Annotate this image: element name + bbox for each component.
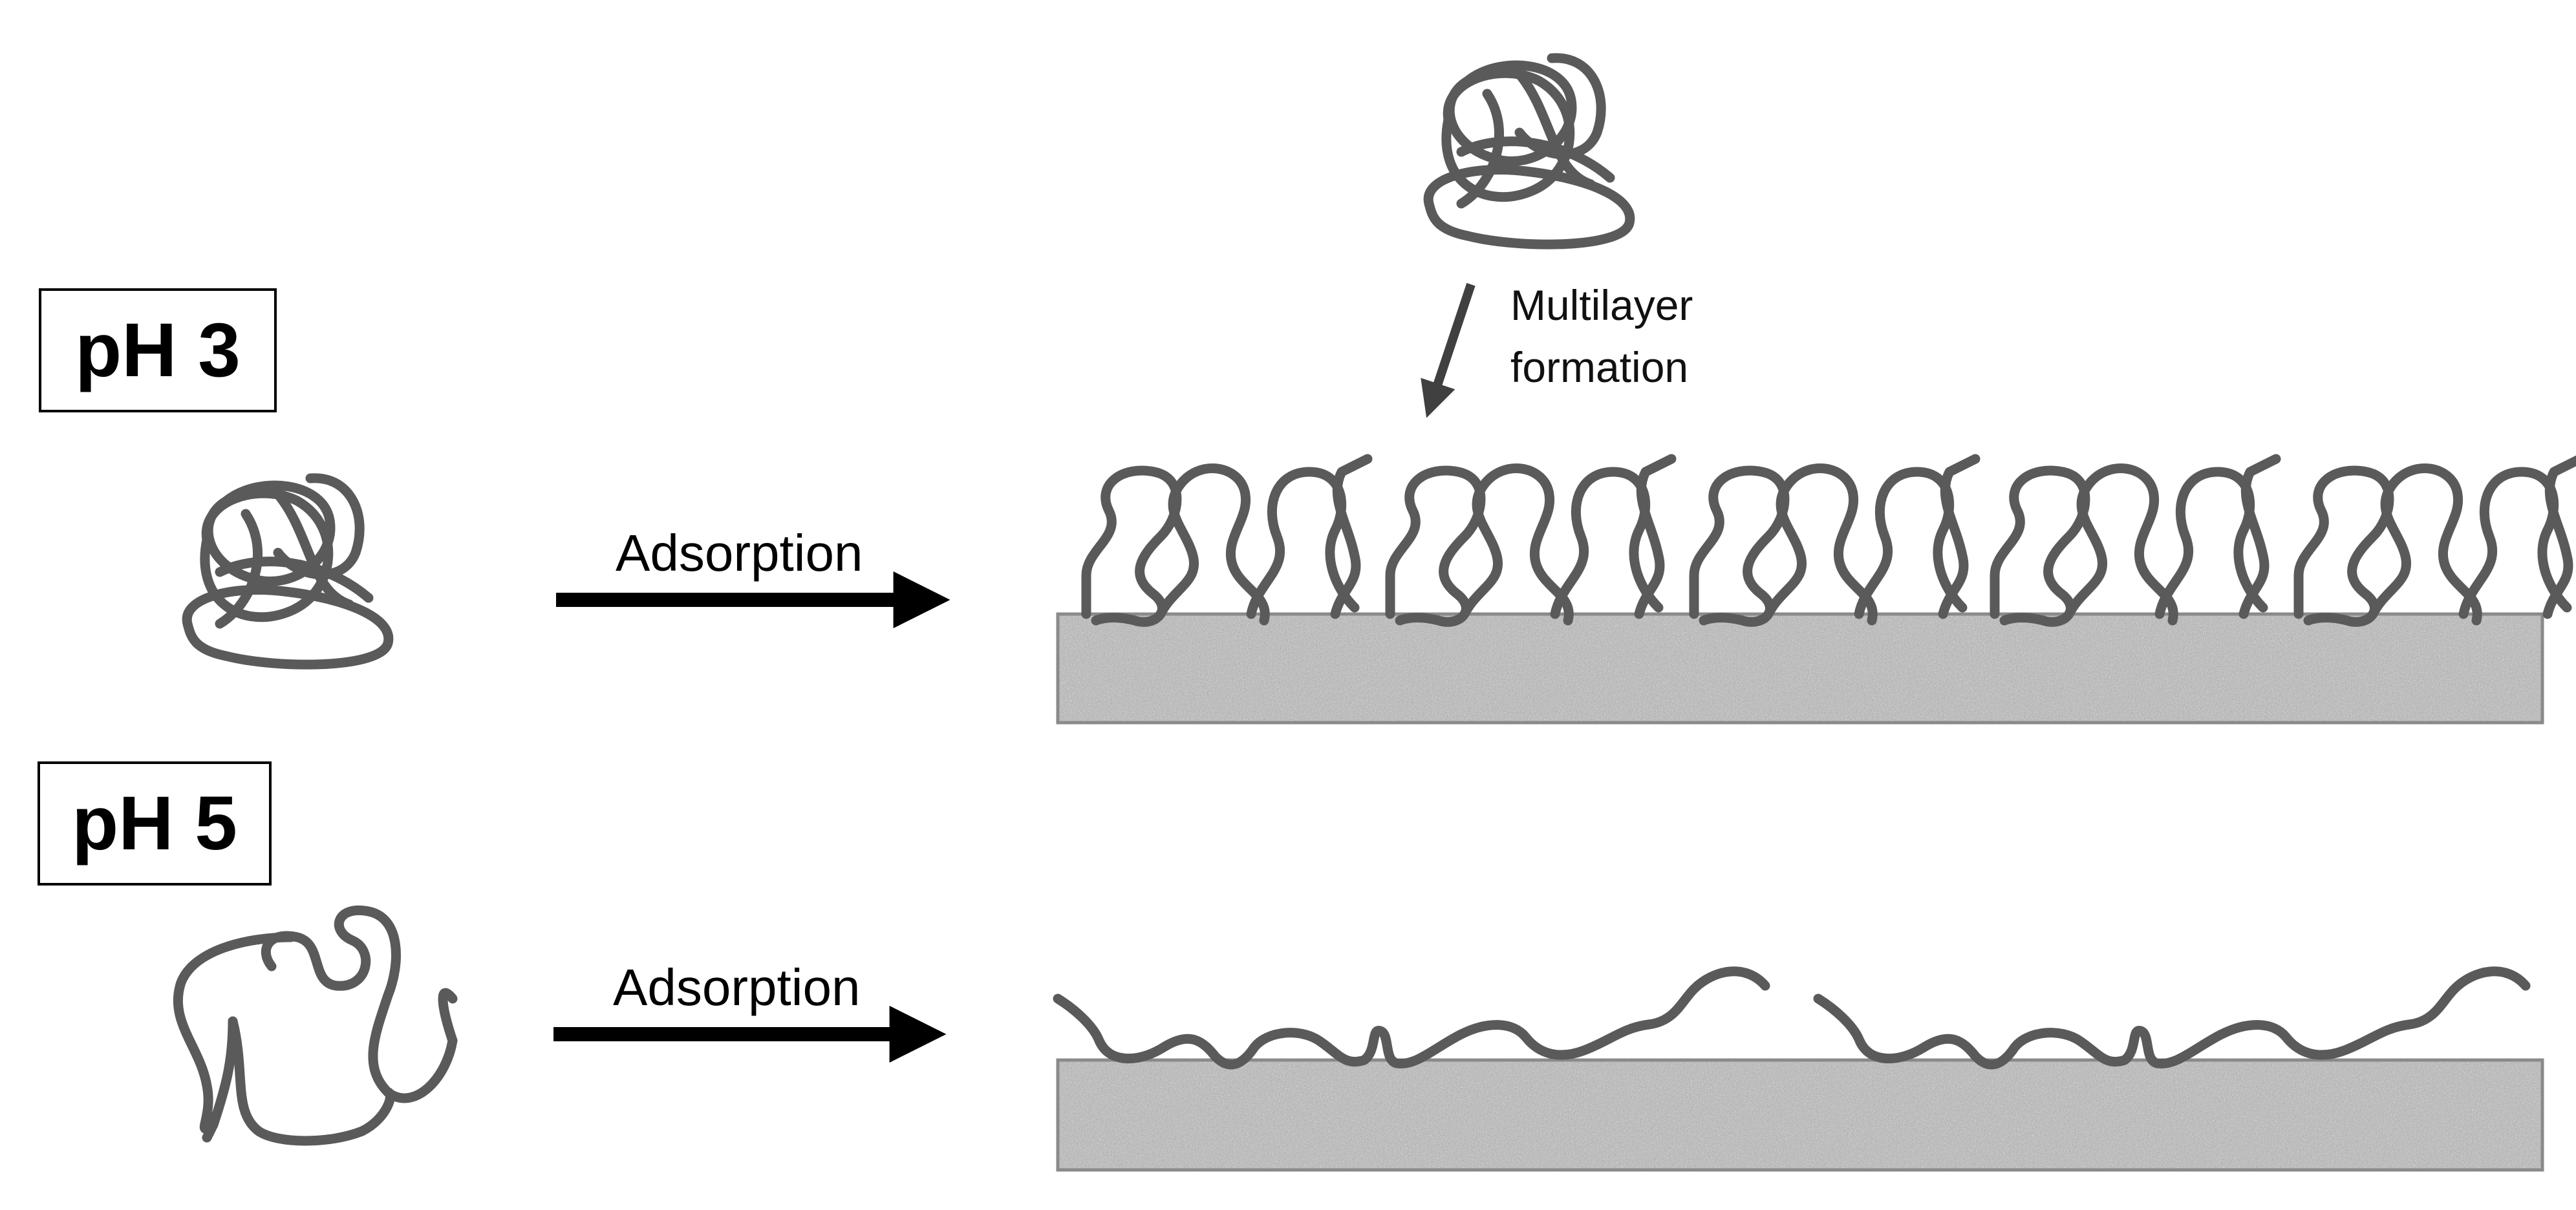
adsorbed-polymer-layer-ph5 xyxy=(1053,966,2531,1070)
multilayer-label-line2: formation xyxy=(1510,343,1689,391)
loop-unit-4-icon xyxy=(1995,459,2276,622)
polymer-coil-ph3-free-icon xyxy=(187,478,389,664)
adsorption-label-top: Adsorption xyxy=(616,524,863,582)
ph3-label: pH 3 xyxy=(75,308,241,393)
multilayer-label-line1: Multilayer xyxy=(1510,281,1693,329)
loop-unit-2-icon xyxy=(1390,459,1671,622)
flat-chain-1-icon xyxy=(1053,966,1770,1070)
adsorbed-polymer-layer-ph3 xyxy=(1086,459,2576,622)
loop-unit-1-icon xyxy=(1086,459,1368,622)
ph3-label-box: pH 3 xyxy=(39,288,277,412)
adsorption-label-bottom: Adsorption xyxy=(613,959,861,1016)
ph5-label: pH 5 xyxy=(72,781,237,866)
substrate-top xyxy=(1056,612,2544,725)
multilayer-arrow xyxy=(1421,282,1476,418)
loop-unit-5-icon xyxy=(2299,459,2576,622)
polymer-coil-multilayer-icon xyxy=(1428,58,1630,244)
polymer-open-ph5-free-icon xyxy=(173,906,458,1146)
flat-chain-2-icon xyxy=(1813,966,2531,1070)
substrate-bottom xyxy=(1056,1058,2544,1172)
loop-unit-3-icon xyxy=(1694,459,1975,622)
ph5-label-box: pH 5 xyxy=(38,761,272,886)
